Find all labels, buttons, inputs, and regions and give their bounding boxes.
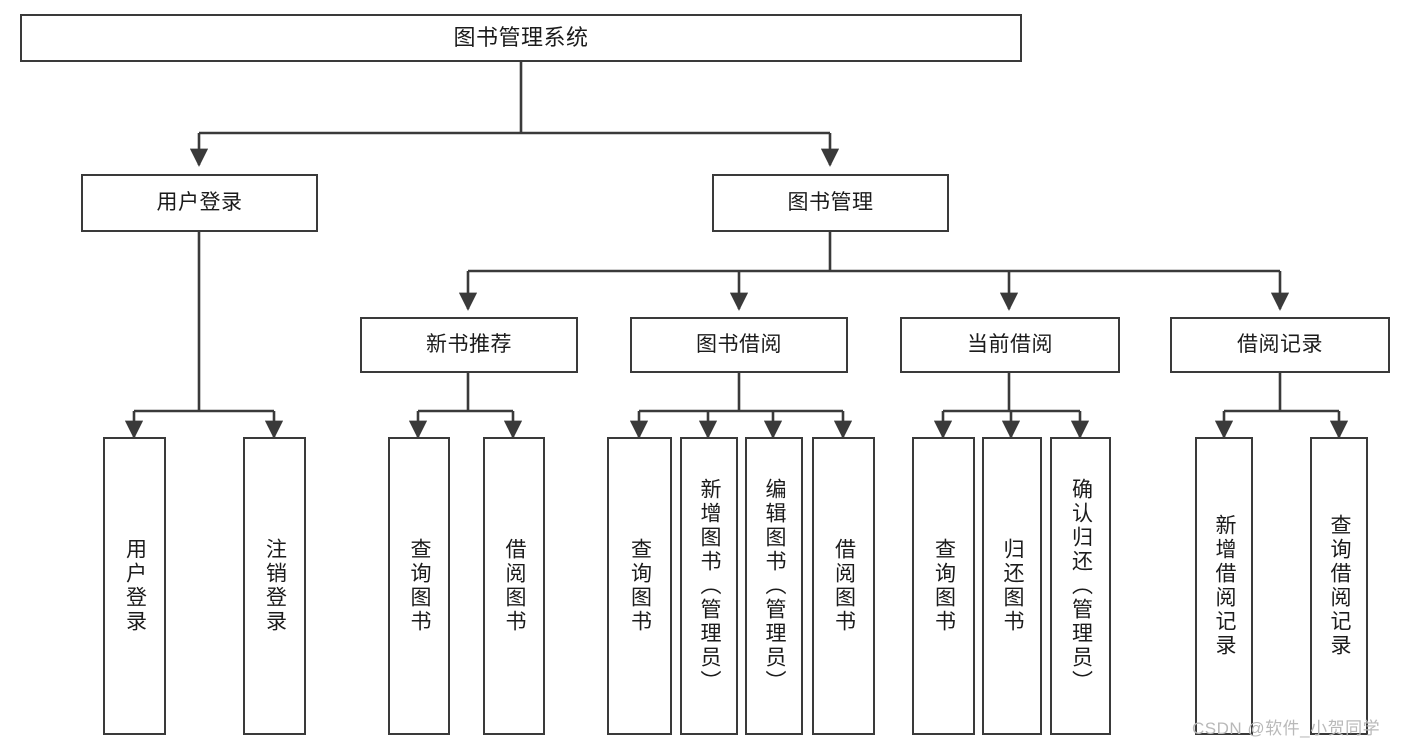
node-borrow-record-label: 借阅记录 <box>1237 333 1323 357</box>
leaf-borrow-add-book[interactable]: 新增图书（管理员） <box>680 437 738 735</box>
leaf-record-add-record[interactable]: 新增借阅记录 <box>1195 437 1253 735</box>
leaf-user-login-logout[interactable]: 注销登录 <box>243 437 306 735</box>
node-new-book-recommend[interactable]: 新书推荐 <box>360 317 578 373</box>
node-root[interactable]: 图书管理系统 <box>20 14 1022 62</box>
leaf-current-confirm-return[interactable]: 确认归还（管理员） <box>1050 437 1111 735</box>
node-new-book-recommend-label: 新书推荐 <box>426 333 512 357</box>
leaf-label: 查询图书 <box>932 538 956 634</box>
leaf-label: 用户登录 <box>123 538 147 634</box>
leaf-label: 编辑图书（管理员） <box>763 478 787 694</box>
leaf-borrow-borrow-book[interactable]: 借阅图书 <box>812 437 875 735</box>
node-borrow-record[interactable]: 借阅记录 <box>1170 317 1390 373</box>
leaf-label: 查询图书 <box>408 538 432 634</box>
node-user-login-label: 用户登录 <box>156 191 243 215</box>
leaf-label: 注销登录 <box>263 538 287 634</box>
leaf-record-query-record[interactable]: 查询借阅记录 <box>1310 437 1368 735</box>
node-user-login[interactable]: 用户登录 <box>81 174 318 232</box>
leaf-borrow-edit-book[interactable]: 编辑图书（管理员） <box>745 437 803 735</box>
leaf-current-query-book[interactable]: 查询图书 <box>912 437 975 735</box>
leaf-borrow-query-book[interactable]: 查询图书 <box>607 437 672 735</box>
node-current-borrow-label: 当前借阅 <box>967 333 1053 357</box>
leaf-label: 新增图书（管理员） <box>698 478 722 694</box>
leaf-label: 借阅图书 <box>832 538 856 634</box>
leaf-label: 查询图书 <box>628 538 652 634</box>
watermark-text: CSDN @软件_小贺同学 <box>1192 719 1381 738</box>
leaf-recommend-query-book[interactable]: 查询图书 <box>388 437 450 735</box>
node-book-management-label: 图书管理 <box>787 191 874 215</box>
node-root-label: 图书管理系统 <box>453 24 589 50</box>
leaf-label: 查询借阅记录 <box>1328 514 1352 658</box>
leaf-label: 新增借阅记录 <box>1213 514 1237 658</box>
leaf-current-return-book[interactable]: 归还图书 <box>982 437 1042 735</box>
node-book-borrow[interactable]: 图书借阅 <box>630 317 848 373</box>
leaf-label: 借阅图书 <box>503 538 527 634</box>
leaf-user-login-login[interactable]: 用户登录 <box>103 437 166 735</box>
node-book-management[interactable]: 图书管理 <box>712 174 949 232</box>
leaf-label: 确认归还（管理员） <box>1069 478 1093 694</box>
node-current-borrow[interactable]: 当前借阅 <box>900 317 1120 373</box>
node-book-borrow-label: 图书借阅 <box>696 333 782 357</box>
leaf-label: 归还图书 <box>1001 538 1025 634</box>
leaf-recommend-borrow-book[interactable]: 借阅图书 <box>483 437 545 735</box>
